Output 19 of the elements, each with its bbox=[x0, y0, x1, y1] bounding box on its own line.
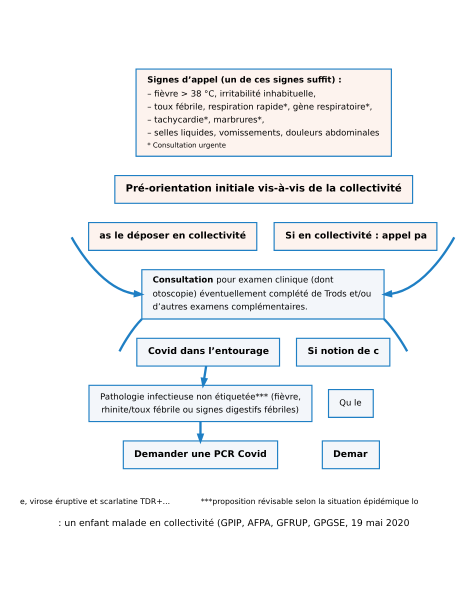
arrow bbox=[381, 236, 456, 298]
node-box: Si en collectivité : appel pa bbox=[274, 222, 438, 250]
node-box: Demander une PCR Covid bbox=[122, 440, 278, 469]
node-box: Pré-orientation initiale vis-à-vis de la collectivité bbox=[114, 174, 414, 204]
arrow bbox=[200, 366, 208, 388]
node-box: Pathologie infectieuse non étiquetée*** (fièvre, rhinite/toux fébrile ou signes digestifs fébriles) bbox=[88, 384, 312, 422]
connector bbox=[383, 318, 408, 352]
node-box: Consultation pour examen clinique (dont otoscopie) éventuellement complété de Trods et/ou d’autres examens complémentaires. bbox=[141, 268, 385, 320]
arrow bbox=[70, 236, 145, 298]
node-box: as le déposer en collectivité bbox=[88, 222, 258, 250]
node-box: Si notion de c bbox=[296, 337, 390, 366]
label: e, virose éruptive et scarlatine TDR+... bbox=[20, 496, 170, 506]
caption: : un enfant malade en collectivité (GPIP, AFPA, GFRUP, GPGSE, 19 mai 2020 bbox=[58, 518, 410, 529]
label: ***proposition révisable selon la situation épidémique lo bbox=[200, 496, 418, 506]
arrow bbox=[196, 421, 204, 444]
node-box: Demar bbox=[322, 440, 380, 469]
node-box: Covid dans l’entourage bbox=[136, 337, 280, 366]
connector bbox=[118, 318, 143, 352]
node-box: Qu le bbox=[328, 388, 374, 418]
